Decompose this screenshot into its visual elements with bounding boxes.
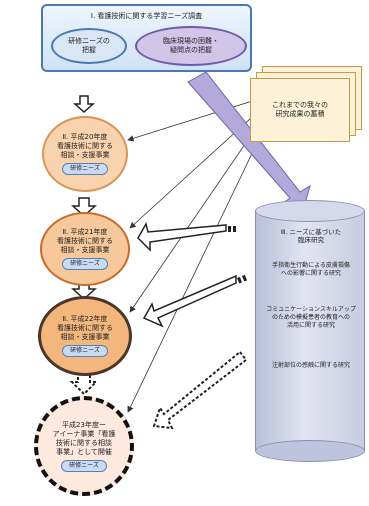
survey-box: Ⅰ. 看護技術に関する学習ニーズ調査 研修ニーズの 把握 臨床現場の困難・ 疑問… (41, 4, 252, 72)
connector-line (127, 97, 263, 142)
node-h23: 平成23年度ー アイーナ事業「看護 技術に関する相談 事業」として開催 研修ニー… (34, 396, 134, 496)
needs-ellipse: 研修ニーズの 把握 (51, 28, 127, 64)
survey-title: Ⅰ. 看護技術に関する学習ニーズ調査 (90, 12, 203, 20)
node-h22-pill: 研修ニーズ (62, 345, 108, 357)
arrow-tail-stripes (228, 226, 248, 284)
node-h22: Ⅱ. 平成22年度 看護技術に関する 相談・支援事業 研修ニーズ (38, 296, 132, 376)
papers-label: これまでの我々の 研究成果の蓄積 (272, 101, 328, 118)
node-h21-pill: 研修ニーズ (62, 258, 108, 270)
connector-line (129, 114, 266, 313)
research-title: Ⅲ. ニーズに基づいた 臨床研究 (280, 228, 342, 244)
node-h21-title: Ⅱ. 平成21年度 看護技術に関する 相談・支援事業 (57, 228, 113, 254)
research-item-2: コミュニケーションスキルアップ のための模擬患者の教育への 活用に関する研究 (266, 306, 356, 329)
node-h20-pill: 研修ニーズ (62, 163, 108, 175)
node-h21: Ⅱ. 平成21年度 看護技術に関する 相談・支援事業 研修ニーズ (40, 212, 130, 286)
dashed-left-arrow (152, 350, 248, 430)
node-h20: Ⅱ. 平成20年度 看護技術に関する 相談・支援事業 研修ニーズ (42, 116, 128, 192)
research-cylinder-bottom (255, 440, 365, 462)
node-h22-title: Ⅱ. 平成22年度 看護技術に関する 相談・支援事業 (57, 315, 113, 341)
dashed-down-arrow (69, 371, 99, 396)
connector-line (127, 119, 269, 413)
hollow-left-arrows (137, 222, 237, 328)
research-cylinder (255, 210, 365, 450)
node-h20-title: Ⅱ. 平成20年度 看護技術に関する 相談・支援事業 (57, 133, 113, 159)
research-item-3: 注射部位の感触に関する研究 (271, 362, 350, 369)
research-cylinder-top (255, 200, 365, 222)
research-item-1: 手指衛生行動による皮膚損傷 への影響に関する研究 (272, 262, 350, 277)
difficulties-ellipse: 臨床現場の困難・ 疑問点の把握 (135, 26, 247, 66)
difficulties-ellipse-label: 臨床現場の困難・ 疑問点の把握 (163, 37, 219, 54)
papers-label-box: これまでの我々の 研究成果の蓄積 (250, 78, 350, 142)
needs-ellipse-label: 研修ニーズの 把握 (68, 37, 110, 54)
node-h23-pill: 研修ニーズ (61, 459, 107, 472)
node-h23-title: 平成23年度ー アイーナ事業「看護 技術に関する相談 事業」として開催 (52, 420, 116, 456)
